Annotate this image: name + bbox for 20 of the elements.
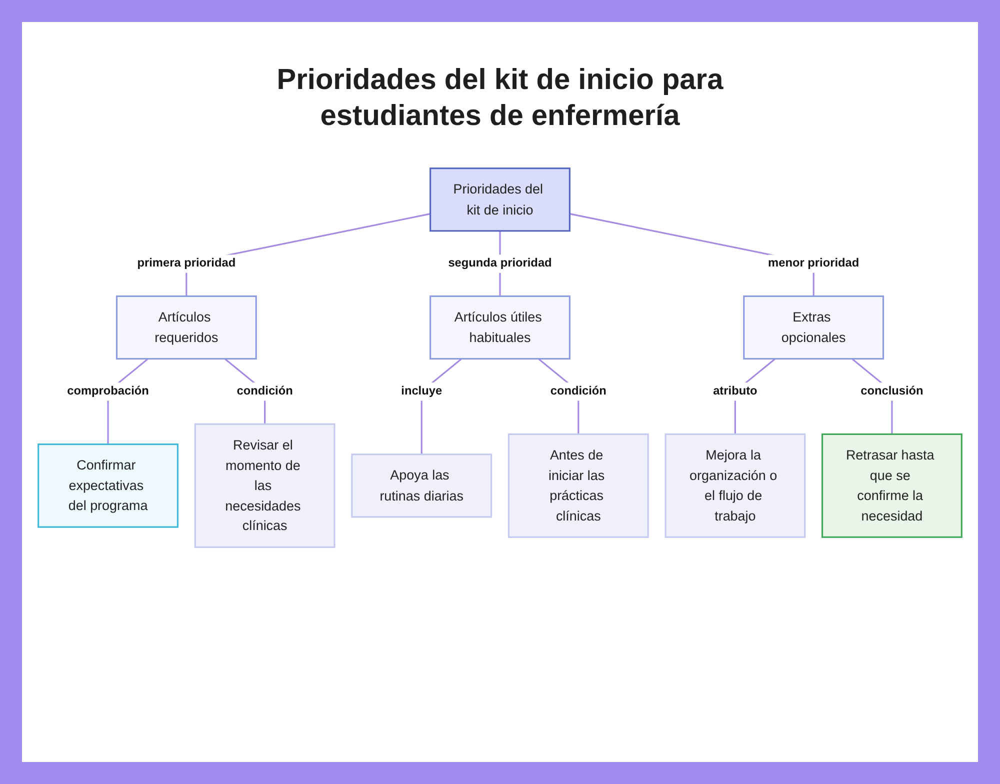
diagram-title: Prioridades del kit de inicio para estudiantes de enfermería: [276, 63, 724, 134]
node-box: Revisar el momento de las necesidades clínicas: [194, 423, 336, 548]
edge-label: segunda prioridad: [448, 256, 552, 270]
node-box: Antes de iniciar las prácticas clínicas: [508, 433, 649, 538]
edge-label: condición: [236, 384, 293, 398]
node-box: Artículos útiles habituales: [430, 295, 570, 360]
edge-label: conclusión: [860, 384, 924, 398]
edge-label: menor prioridad: [768, 256, 860, 270]
edge-label: incluye: [401, 384, 442, 398]
edge-label: primera prioridad: [137, 256, 236, 270]
edge-label: comprobación: [67, 384, 149, 398]
node-box: Apoya las rutinas diarias: [351, 454, 492, 518]
node-box: Mejora la organización o el flujo de trabajo: [664, 433, 806, 538]
node-box: Confirmar expectativas del programa: [38, 444, 178, 528]
edge-label: condición: [550, 384, 606, 398]
node-box: Artículos requeridos: [116, 295, 257, 360]
edge-label: atributo: [713, 384, 758, 398]
node-box: Retrasar hasta que se confirme la necesidad: [822, 433, 962, 538]
node-box: Prioridades del kit de inicio: [430, 168, 570, 232]
node-box: Extras opcionales: [743, 295, 884, 360]
